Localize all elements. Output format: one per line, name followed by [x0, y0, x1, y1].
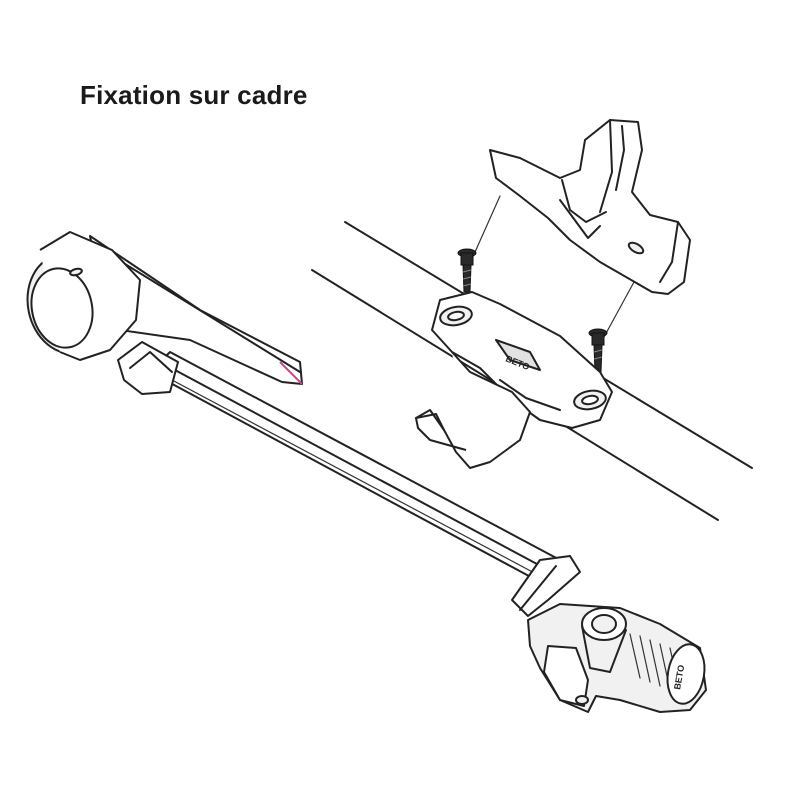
pump-handle-accent	[279, 361, 303, 385]
pump-clip-end-edge	[659, 221, 679, 283]
pump-logo: BETO	[672, 664, 686, 690]
mounting-screw-left	[457, 248, 477, 293]
pump-valve-inner	[591, 614, 617, 634]
base-mount-strap	[415, 351, 531, 469]
pump-clip-hook-inner	[615, 125, 625, 191]
pump-clip-slot	[627, 241, 645, 255]
mini-pump: BETO	[26, 231, 707, 713]
pump-clip-body	[489, 119, 691, 295]
pump-head-lever	[543, 645, 589, 707]
pump-clip-latch	[561, 179, 607, 223]
base-mount-logo-plate	[495, 339, 541, 371]
pump-clip-band	[511, 555, 581, 617]
base-mount: BETO	[415, 291, 613, 469]
diagram-title: Fixation sur cadre	[80, 80, 308, 110]
base-mount-strap-tab	[415, 409, 445, 431]
mounting-screw-right	[588, 328, 608, 373]
pump-handle-grip-mark	[69, 267, 83, 277]
pump-head-pin	[575, 695, 589, 705]
pump-collar-top	[117, 341, 179, 395]
pump-clip-ridge	[559, 199, 601, 239]
base-mount-strap-edge	[499, 379, 561, 411]
pump-end-cap	[666, 643, 706, 705]
pump-clip-hook-edge	[599, 119, 613, 213]
pump-clip	[489, 119, 691, 295]
pump-handle-face	[30, 267, 94, 349]
